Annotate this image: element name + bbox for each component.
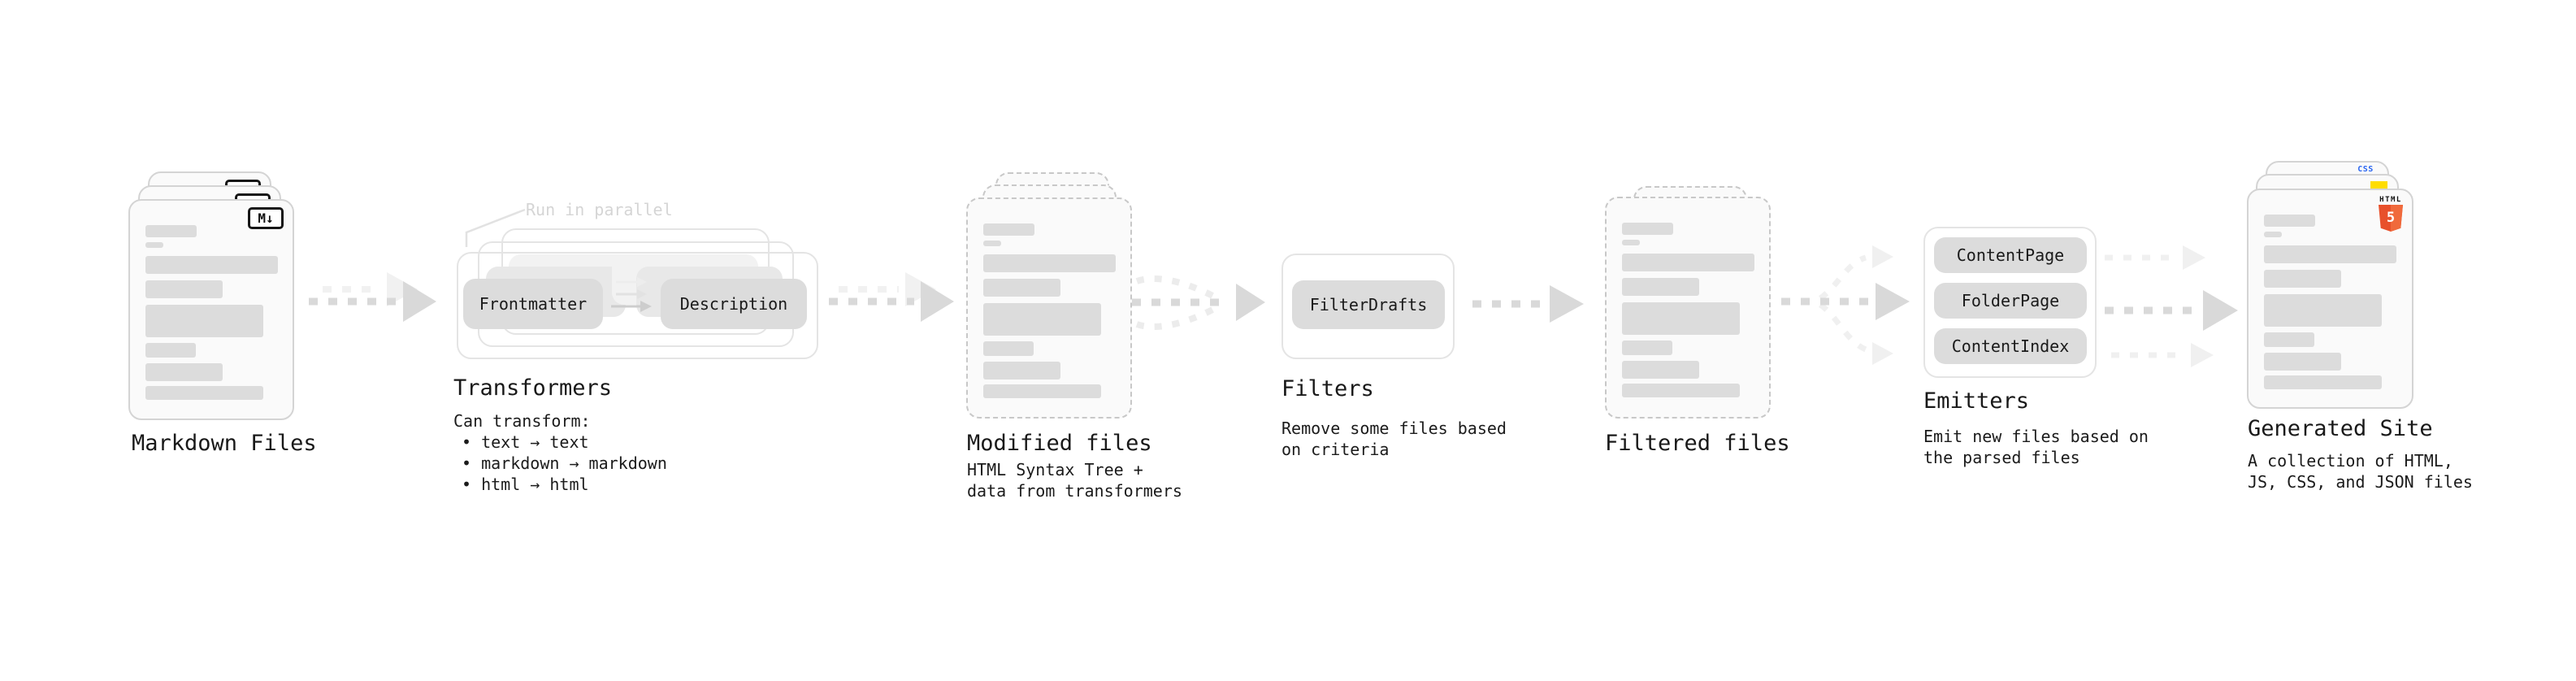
text-line-placeholder	[145, 225, 197, 237]
text-line-placeholder	[145, 386, 263, 400]
text-line-placeholder	[145, 343, 196, 358]
transformers-description: Can transform: • text → text • markdown …	[453, 410, 667, 495]
text-line-placeholder	[983, 341, 1034, 356]
description-line: JS, CSS, and JSON files	[2248, 472, 2473, 492]
text-line-placeholder	[983, 362, 1060, 380]
description-line: Remove some files based	[1281, 419, 1507, 438]
markdown-doc-front: M↓	[128, 199, 294, 420]
description-line: HTML Syntax Tree +	[967, 460, 1143, 479]
html5-icon-number: 5	[2386, 210, 2396, 226]
text-line-placeholder	[145, 363, 223, 381]
stage-label-emitters: Emitters	[1923, 388, 2030, 414]
arrow-emitters-to-site-middle	[2105, 290, 2238, 331]
modified-doc-front	[966, 197, 1132, 419]
text-line-placeholder	[145, 280, 223, 298]
folderpage-node: FolderPage	[1934, 283, 2087, 319]
description-line: Emit new files based on	[1923, 427, 2149, 446]
text-line-placeholder	[983, 223, 1034, 236]
text-line-placeholder	[145, 256, 278, 274]
text-line-placeholder	[1622, 254, 1754, 271]
text-line-placeholder	[145, 305, 263, 337]
text-line-placeholder	[983, 279, 1060, 297]
description-line: • markdown → markdown	[462, 453, 667, 473]
run-in-parallel-label: Run in parallel	[526, 200, 673, 219]
text-line-placeholder	[1622, 278, 1699, 296]
text-line-placeholder	[2264, 270, 2341, 288]
html5-shield	[2379, 205, 2403, 232]
text-line-placeholder	[983, 384, 1101, 398]
css-icon-label: CSS	[2357, 165, 2374, 174]
stage-label-filtered-files: Filtered files	[1605, 431, 1790, 456]
text-line-placeholder	[2264, 215, 2315, 227]
arrow-filters-to-filtered	[1472, 285, 1584, 323]
emitters-description: Emit new files based on the parsed files	[1923, 426, 2149, 468]
text-line-placeholder	[2264, 294, 2382, 327]
text-line-placeholder	[983, 254, 1116, 272]
text-line-placeholder	[1622, 384, 1740, 397]
description-line: the parsed files	[1923, 448, 2080, 467]
generated-site-description: A collection of HTML, JS, CSS, and JSON …	[2248, 450, 2473, 492]
stage-label-markdown-files: Markdown Files	[132, 431, 317, 456]
description-line: • text → text	[462, 432, 589, 452]
description-line: A collection of HTML,	[2248, 451, 2453, 471]
description-node: Description	[661, 279, 807, 329]
site-doc-html: HTML 5	[2247, 189, 2413, 409]
html5-icon-word: HTML	[2379, 196, 2402, 204]
js-icon	[2370, 181, 2387, 189]
text-line-placeholder	[2264, 232, 2282, 237]
text-line-placeholder	[1622, 223, 1673, 235]
arrow-emitters-to-site-top	[2105, 245, 2205, 270]
arrow-markdown-to-transformers-ghost	[323, 272, 418, 306]
text-line-placeholder	[2264, 353, 2341, 371]
transformer-container-front	[457, 252, 818, 359]
text-line-placeholder	[1622, 240, 1640, 245]
text-line-placeholder	[2264, 375, 2382, 389]
text-line-placeholder	[1622, 361, 1699, 379]
text-line-placeholder	[145, 242, 163, 248]
arrow-transformers-to-modified	[829, 281, 954, 322]
arrow-emitters-to-site-bottom	[2111, 343, 2214, 367]
html5-icon: HTML 5	[2376, 196, 2405, 232]
arrow-transformers-to-modified-ghost	[839, 272, 936, 306]
stage-label-generated-site: Generated Site	[2248, 416, 2433, 441]
filtered-doc-front	[1605, 197, 1771, 419]
text-line-placeholder	[983, 303, 1101, 336]
text-line-placeholder	[983, 241, 1001, 246]
filterdrafts-node: FilterDrafts	[1292, 280, 1445, 329]
description-line: data from transformers	[967, 481, 1182, 501]
modified-files-description: HTML Syntax Tree + data from transformer…	[967, 459, 1182, 501]
stage-label-filters: Filters	[1281, 376, 1374, 401]
contentpage-node: ContentPage	[1934, 237, 2087, 273]
text-line-placeholder	[2264, 332, 2314, 347]
description-line: on criteria	[1281, 440, 1390, 459]
stage-label-modified-files: Modified files	[967, 431, 1152, 456]
text-line-placeholder	[1622, 302, 1740, 335]
frontmatter-node: Frontmatter	[463, 279, 603, 329]
contentindex-node: ContentIndex	[1934, 328, 2087, 364]
description-line: • html → html	[462, 475, 589, 494]
markdown-icon: M↓	[248, 207, 284, 229]
arrow-filtered-to-emitters	[1781, 245, 1910, 365]
arrow-modified-to-filters	[1132, 275, 1265, 330]
text-line-placeholder	[2264, 245, 2396, 263]
description-line: Can transform:	[453, 411, 591, 431]
text-line-placeholder	[1622, 340, 1672, 355]
stage-label-transformers: Transformers	[453, 375, 613, 401]
filters-description: Remove some files based on criteria	[1281, 418, 1507, 460]
arrow-markdown-to-transformers	[309, 281, 436, 322]
